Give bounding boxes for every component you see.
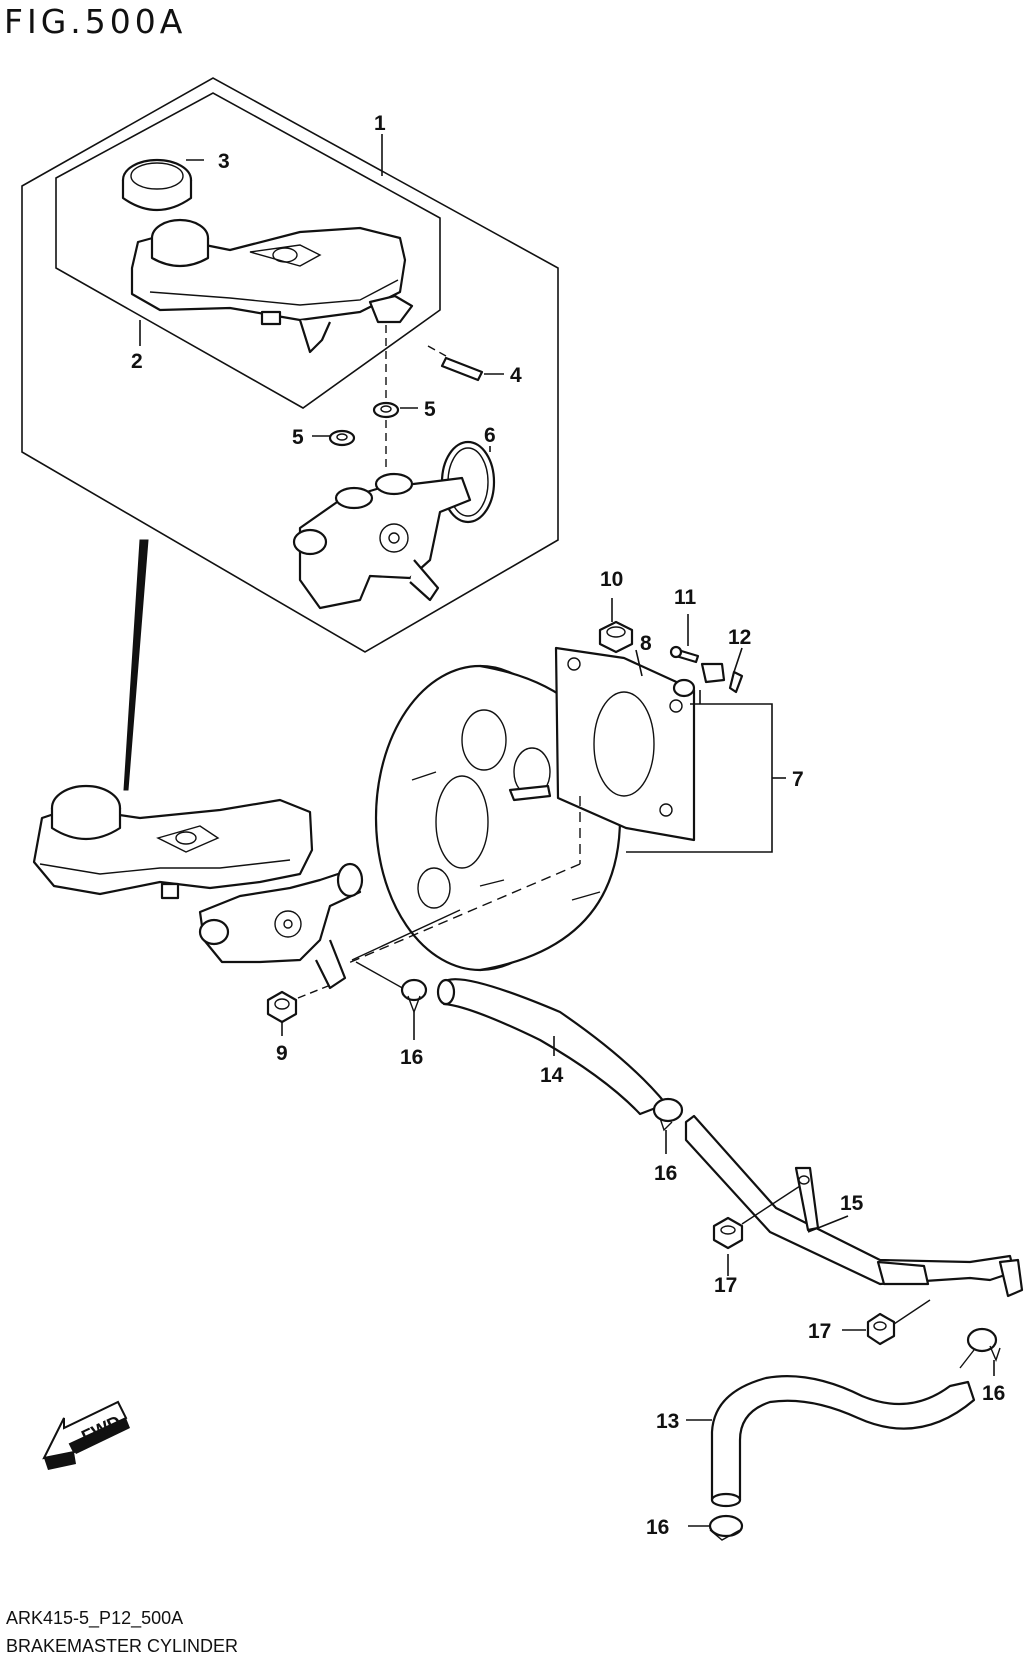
- callout-12: 12: [728, 626, 751, 649]
- pin-4[interactable]: [440, 356, 484, 382]
- nut-17-a[interactable]: [712, 1216, 744, 1250]
- clevis-pin-11[interactable]: [669, 645, 700, 664]
- grommet-5-lower[interactable]: [328, 429, 356, 447]
- figure-title: FIG.500A: [4, 2, 187, 41]
- callout-7: 7: [792, 768, 804, 791]
- callout-11: 11: [674, 586, 697, 609]
- callout-9: 9: [276, 1042, 288, 1065]
- vacuum-hose-13[interactable]: [710, 1375, 976, 1508]
- callout-4: 4: [510, 364, 522, 387]
- callout-5-lower: 5: [292, 426, 304, 449]
- clip-12[interactable]: [700, 662, 744, 694]
- callout-5-upper: 5: [424, 398, 436, 421]
- assembly-1-boundary: [21, 77, 559, 653]
- callout-16-b: 16: [654, 1162, 677, 1185]
- callout-2: 2: [131, 350, 143, 373]
- reservoir-cap-3[interactable]: [121, 158, 193, 211]
- drawing-title: BRAKEMASTER CYLINDER: [6, 1636, 239, 1656]
- callout-8: 8: [640, 632, 652, 655]
- callout-16-a: 16: [400, 1046, 423, 1069]
- nut-9[interactable]: [266, 990, 298, 1024]
- drawing-code: ARK415-5_P12_500A: [6, 1608, 184, 1628]
- callout-6: 6: [484, 424, 496, 447]
- clamp-16-c[interactable]: [966, 1327, 1001, 1362]
- callout-17-b: 17: [808, 1320, 831, 1343]
- master-cylinder-installed[interactable]: [32, 784, 364, 990]
- leader-lines: [139, 134, 995, 1527]
- reservoir-tank-2[interactable]: [130, 218, 414, 354]
- assembly-pointer-arrow: [123, 539, 149, 791]
- master-cylinder-body-1[interactable]: [292, 472, 472, 610]
- nut-17-b[interactable]: [866, 1312, 896, 1346]
- nut-10[interactable]: [598, 620, 634, 654]
- callout-15: 15: [840, 1192, 864, 1215]
- grommet-5-upper[interactable]: [372, 401, 400, 419]
- callout-13: 13: [656, 1410, 679, 1433]
- callout-3: 3: [218, 150, 230, 173]
- fwd-arrow-icon: FWD: [42, 1400, 130, 1470]
- clamp-16-b[interactable]: [652, 1097, 684, 1132]
- vacuum-hose-14[interactable]: [436, 978, 668, 1116]
- washer: [672, 678, 696, 698]
- callout-10: 10: [600, 568, 623, 591]
- callout-1: 1: [374, 112, 386, 135]
- callout-16-d: 16: [646, 1516, 669, 1539]
- callout-14: 14: [540, 1064, 564, 1087]
- clamp-16-a[interactable]: [400, 978, 428, 1014]
- callout-16-c: 16: [982, 1382, 1005, 1405]
- clamp-16-d[interactable]: [708, 1514, 744, 1541]
- callout-17-a: 17: [714, 1274, 737, 1297]
- gasket-8[interactable]: [554, 646, 696, 842]
- reservoir-2-boundary: [55, 92, 441, 409]
